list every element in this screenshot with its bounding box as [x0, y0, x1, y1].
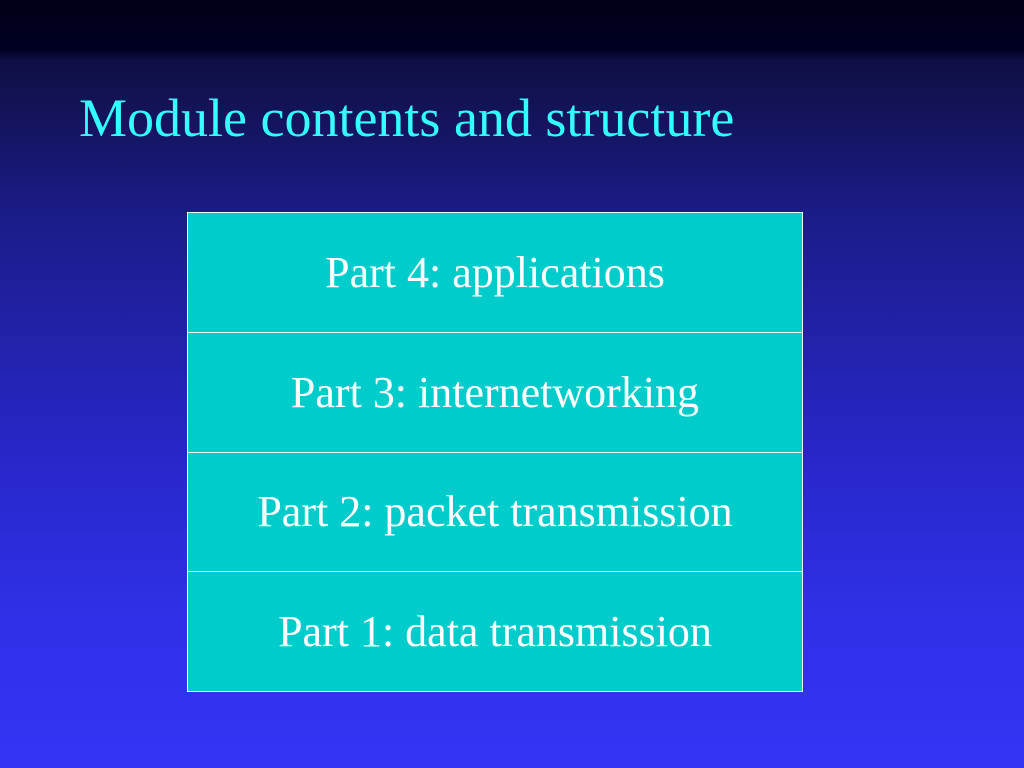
layer-part-3: Part 3: internetworking: [188, 331, 802, 452]
slide-title: Module contents and structure: [79, 88, 735, 148]
layer-part-1: Part 1: data transmission: [188, 571, 802, 691]
layer-part-4: Part 4: applications: [188, 213, 802, 332]
layer-part-2: Part 2: packet transmission: [188, 451, 802, 572]
module-structure-stack: Part 4: applications Part 3: internetwor…: [187, 212, 803, 692]
